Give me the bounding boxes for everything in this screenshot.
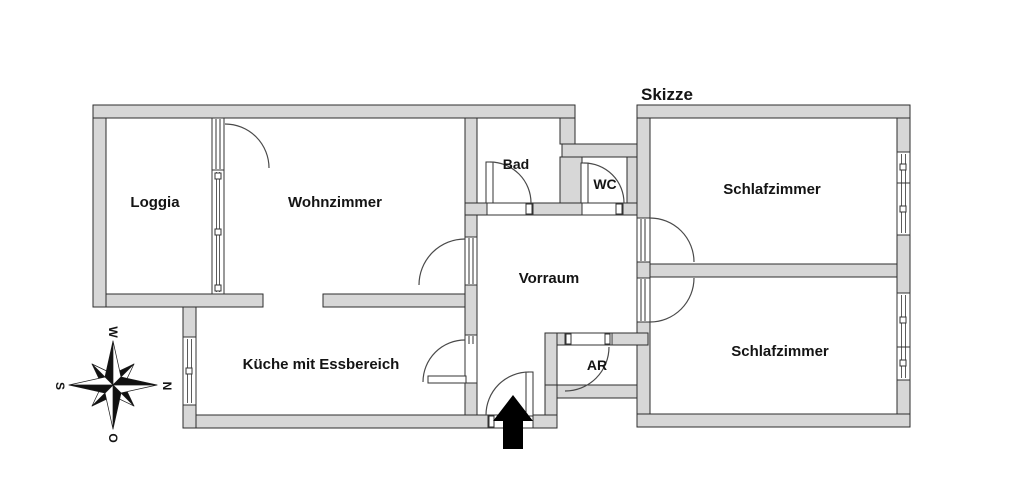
- wall-loggia-south: [105, 293, 264, 308]
- room-label-bad: Bad: [503, 156, 529, 172]
- labels: Skizze Loggia Wohnzimmer Bad WC Schlafzi…: [130, 85, 829, 373]
- wall-rightblock-west-b: [636, 261, 651, 279]
- wall-wohnzimmer-east-d: [464, 382, 478, 416]
- schlafzimmer-bottom-window-mark: [899, 359, 907, 367]
- wohnzimmer-door-opening: [464, 236, 478, 286]
- door-openings: [211, 117, 651, 429]
- wohnzimmer-door-arc: [418, 238, 466, 286]
- wall-west: [92, 117, 107, 308]
- ar-door-opening: [564, 332, 613, 346]
- wc-door-leaf: [580, 162, 589, 204]
- schlafzimmer-bottom-window-mark: [899, 316, 907, 324]
- room-label-vorraum: Vorraum: [519, 270, 580, 287]
- loggia-door-opening: [211, 117, 225, 171]
- ar-door-jamb: [565, 333, 572, 345]
- wc-door-jamb: [615, 203, 623, 215]
- wall-step-south: [544, 384, 558, 416]
- bad-door-arc: [489, 161, 532, 204]
- compass-label-west: W: [106, 326, 120, 338]
- room-label-schlafzimmer-bottom: Schlafzimmer: [731, 343, 829, 360]
- wall-bad-east-cap: [559, 117, 576, 145]
- loggia-window-mark: [214, 284, 222, 292]
- wc-door-arc: [583, 162, 625, 204]
- kueche-window-mark: [185, 367, 193, 375]
- door-leaves: [427, 161, 589, 417]
- wall-ar-west: [544, 332, 558, 386]
- kueche-door-opening: [464, 334, 478, 384]
- kueche-door-leaf: [427, 375, 467, 384]
- bad-door-jamb: [525, 203, 533, 215]
- entrance-arrow: [493, 395, 533, 449]
- compass: W N O S: [53, 326, 174, 442]
- compass-labels: W N O S: [53, 326, 174, 442]
- page-title: Skizze: [641, 85, 693, 104]
- bad-door-leaf: [485, 161, 494, 204]
- compass-label-east: O: [106, 433, 120, 442]
- compass-label-south: S: [53, 382, 67, 390]
- ar-door-jamb: [604, 333, 611, 345]
- wall-kueche-south: [195, 414, 558, 429]
- wall-bedroom-divider: [649, 263, 898, 278]
- room-label-wc: WC: [593, 176, 616, 192]
- wall-bad-wc-divider: [559, 156, 583, 204]
- compass-cardinal-points: [68, 340, 158, 430]
- wall-wohnzimmer-east-c: [464, 284, 478, 336]
- wall-rightblock-north: [636, 104, 911, 119]
- door-arcs: [224, 123, 695, 416]
- schlafzimmer-bottom-door-opening: [636, 277, 651, 323]
- schlafzimmer-top-door-opening: [636, 217, 651, 263]
- room-label-wohnzimmer: Wohnzimmer: [288, 194, 382, 211]
- entrance-door-leaf: [525, 371, 534, 417]
- schlafzimmer-top-door-arc: [649, 217, 695, 263]
- kueche-door-arc: [422, 339, 466, 383]
- wall-ar-south: [556, 384, 649, 399]
- loggia-window-mark: [214, 172, 222, 180]
- wc-door-opening: [581, 202, 624, 216]
- wall-rightblock-west-a: [636, 117, 651, 219]
- schlafzimmer-top-window-mark: [899, 163, 907, 171]
- wall-wc-east: [626, 156, 638, 204]
- doors: [224, 123, 695, 417]
- entrance-door-arc: [485, 371, 530, 416]
- schlafzimmer-top-window-mark: [899, 205, 907, 213]
- wall-wohnzimmer-east-a: [464, 117, 478, 204]
- room-label-schlafzimmer-top: Schlafzimmer: [723, 181, 821, 198]
- entrance-jamb: [488, 415, 495, 428]
- wall-wohnzimmer-south: [322, 293, 478, 308]
- bad-door-opening: [486, 202, 534, 216]
- room-label-loggia: Loggia: [130, 194, 180, 211]
- room-label-ar: AR: [587, 357, 607, 373]
- wall-top-left-block: [92, 104, 576, 119]
- schlafzimmer-bottom-door-arc: [649, 277, 695, 323]
- room-label-kueche: Küche mit Essbereich: [243, 356, 400, 373]
- wall-wohnzimmer-east-b: [464, 214, 478, 238]
- loggia-window-mark: [214, 228, 222, 236]
- loggia-door-arc: [224, 123, 270, 169]
- compass-label-north: N: [160, 382, 174, 391]
- windows: [182, 151, 911, 406]
- ar-door-arc: [564, 346, 610, 392]
- entrance-arrow-icon: [493, 395, 533, 449]
- wall-rightblock-south: [636, 413, 911, 428]
